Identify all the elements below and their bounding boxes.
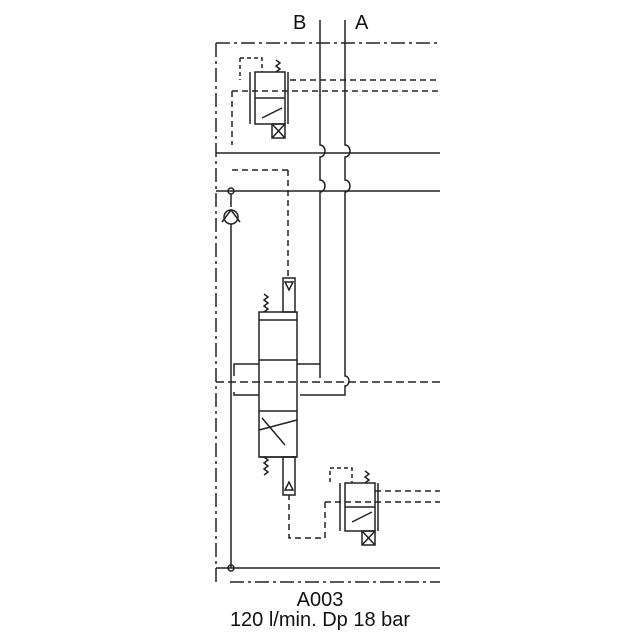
- spool-valve: [233, 277, 320, 496]
- bottom-pilot-valve: [288, 467, 440, 546]
- port-b-line: [319, 20, 326, 378]
- top-pilot-lines: [231, 79, 440, 278]
- top-pilot-valve: [239, 57, 289, 139]
- port-a-label: A: [355, 12, 369, 34]
- check-valve: [221, 187, 241, 572]
- port-a-line: [300, 20, 351, 396]
- flow-spec: 120 l/min. Dp 18 bar: [229, 609, 411, 631]
- model-code: A003: [296, 589, 344, 611]
- port-b-label: B: [293, 12, 307, 34]
- outer-border: [215, 42, 440, 583]
